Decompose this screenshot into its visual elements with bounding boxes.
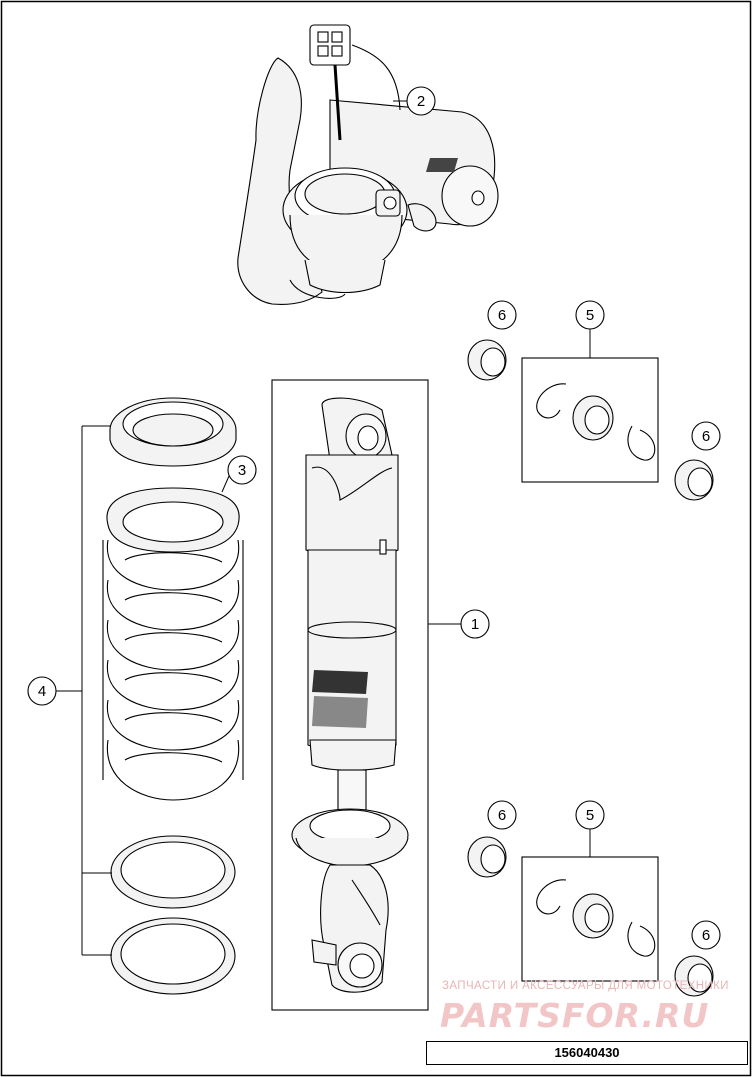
callout-3: 3 — [227, 455, 257, 485]
leader-lines — [56, 100, 591, 956]
part-6-seal-top-left — [467, 339, 507, 381]
callout-5-top: 5 — [575, 300, 605, 330]
callout-6-bottom-right: 6 — [691, 920, 721, 950]
part-4-spring-seat-top — [109, 397, 237, 467]
watermark-brand: PARTSFOR.RU — [440, 996, 710, 1035]
part-6-seal-top-right — [674, 459, 714, 501]
svg-text:4: 4 — [38, 683, 46, 700]
svg-text:2: 2 — [417, 93, 425, 110]
callout-6-top-left: 6 — [487, 300, 517, 330]
svg-text:3: 3 — [238, 462, 246, 479]
document-number: 156040430 — [426, 1041, 748, 1065]
part-3-coil-spring — [102, 487, 244, 801]
svg-text:5: 5 — [586, 307, 594, 324]
svg-text:5: 5 — [586, 807, 594, 824]
callout-1: 1 — [460, 609, 490, 639]
svg-text:6: 6 — [702, 428, 710, 445]
watermark-tagline: ЗАПЧАСТИ И АКСЕССУАРЫ ДЛЯ МОТОТЕХНИКИ — [442, 980, 729, 992]
part-1-frame — [271, 379, 429, 1011]
part-1-shock-absorber — [291, 397, 409, 993]
part-6-seal-bottom-right — [674, 955, 714, 997]
callout-2: 2 — [406, 86, 436, 116]
part-2-reservoir — [237, 24, 499, 305]
callout-6-top-right: 6 — [691, 421, 721, 451]
callout-6-bottom-left: 6 — [487, 800, 517, 830]
part-6-seal-bottom-left — [467, 836, 507, 878]
part-4-washer-middle — [110, 835, 236, 909]
svg-text:6: 6 — [498, 307, 506, 324]
callout-4: 4 — [27, 676, 57, 706]
part-5-bearing-kit-bottom — [536, 879, 656, 957]
part-5-bearing-kit-top — [536, 383, 656, 461]
part-4-washer-bottom — [110, 917, 236, 995]
callout-5-bottom: 5 — [575, 800, 605, 830]
svg-text:6: 6 — [498, 807, 506, 824]
svg-text:6: 6 — [702, 927, 710, 944]
svg-text:1: 1 — [471, 616, 479, 633]
